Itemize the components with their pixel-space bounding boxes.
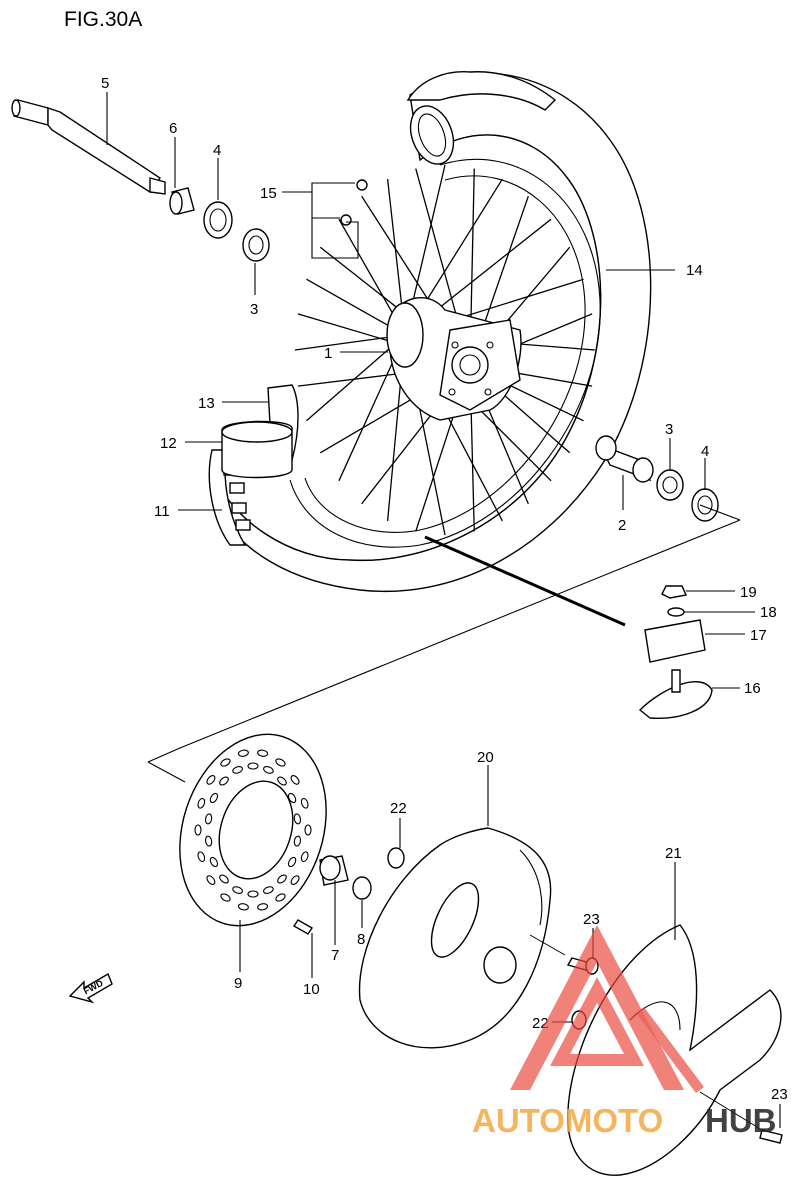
bolt-23-guard [759, 1129, 783, 1144]
callout-13: 13 [198, 395, 215, 412]
callout-22: 22 [390, 800, 407, 817]
disc-hole [209, 856, 219, 868]
disc-hole [194, 824, 202, 836]
disc-hole [293, 813, 302, 825]
disc-hole [220, 758, 231, 767]
callout-3: 3 [250, 301, 258, 318]
oil-seal-4-right [691, 488, 719, 522]
callout-1: 1 [324, 345, 332, 362]
callout-14: 14 [686, 262, 703, 279]
disc-hole [247, 762, 259, 770]
disc-hole [287, 792, 297, 804]
spokes [294, 164, 596, 536]
spacer-2 [595, 435, 654, 483]
disc-hole [219, 776, 229, 786]
disc-hole [232, 766, 243, 774]
disc-hole [220, 893, 231, 902]
oil-seal-4 [203, 201, 233, 239]
dust-seal-6 [169, 187, 195, 215]
callouts: 5 6 4 3 15 1 14 13 12 11 2 3 4 19 18 17 … [101, 75, 788, 1103]
callout-16: 16 [744, 680, 761, 697]
disc-hole [277, 776, 287, 786]
rim-lock [638, 585, 713, 719]
callout-7: 7 [331, 947, 339, 964]
disc-hole [257, 903, 269, 911]
disc-hole [277, 874, 287, 884]
bearing-3-right [656, 469, 684, 501]
spoke-nipples-15 [340, 179, 368, 226]
callout-23: 23 [583, 911, 600, 928]
rim [289, 158, 601, 548]
bolt-10 [293, 919, 313, 935]
callout-20: 20 [477, 749, 494, 766]
disc-hole [197, 851, 206, 863]
callout-5: 5 [101, 75, 109, 92]
watermark-logo-icon [510, 925, 704, 1093]
callout-4-right: 4 [701, 443, 709, 460]
disc-hole [290, 775, 300, 785]
disc-hole [209, 792, 219, 804]
callout-19: 19 [740, 584, 757, 601]
disc-hole [197, 797, 206, 809]
assembly-lines [147, 504, 763, 1131]
disc-hole [300, 797, 309, 809]
watermark-text-2: HUB [705, 1102, 777, 1139]
leader-lines [106, 92, 781, 1128]
tube-and-rim-band [221, 384, 299, 479]
callout-17: 17 [750, 627, 767, 644]
callout-12: 12 [160, 435, 177, 452]
disc-hole [275, 893, 286, 902]
disc-hole [275, 758, 286, 767]
disc-cover [358, 827, 552, 1049]
disc-holes [194, 749, 312, 911]
nut-22 [387, 847, 405, 869]
disc-hole [304, 824, 312, 836]
figure-title: FIG.30A [64, 8, 143, 31]
callout-8: 8 [357, 931, 365, 948]
disc-hole [206, 875, 216, 885]
callout-11: 11 [154, 503, 170, 520]
callout-6: 6 [169, 120, 177, 137]
callout-3-right: 3 [665, 421, 673, 438]
disc-hole [204, 813, 213, 825]
collar-8 [352, 876, 372, 900]
disc-hole [237, 749, 249, 757]
fwd-arrow-icon: FWD [68, 972, 113, 1004]
disc-hole [204, 835, 213, 847]
disc-hole [287, 856, 297, 868]
callout-2: 2 [618, 517, 626, 534]
disc-hole [293, 835, 302, 847]
disc-hole [247, 890, 259, 898]
disc-hole [300, 851, 309, 863]
disc-hole [263, 766, 274, 774]
disc-hole [237, 903, 249, 911]
watermark-text-1: AUTOMOTO [472, 1102, 663, 1139]
front-axle [11, 99, 166, 195]
spacer-7 [319, 855, 349, 886]
disc-hole [219, 874, 229, 884]
brake-disc [179, 733, 327, 927]
disc-hole [232, 886, 243, 894]
callout-9: 9 [234, 975, 242, 992]
callout-10: 10 [303, 981, 320, 998]
callout-18: 18 [760, 604, 777, 621]
disc-hole [290, 875, 300, 885]
bearing-3 [242, 228, 270, 262]
hub [386, 296, 522, 421]
watermark: AUTOMOTO HUB [472, 925, 777, 1139]
disc-hole [263, 886, 274, 894]
callout-21: 21 [665, 845, 682, 862]
callout-23-guard: 23 [771, 1086, 788, 1103]
callout-4: 4 [213, 142, 221, 159]
callout-15: 15 [260, 185, 277, 202]
disc-hole [257, 749, 269, 757]
disc-hole [206, 775, 216, 785]
